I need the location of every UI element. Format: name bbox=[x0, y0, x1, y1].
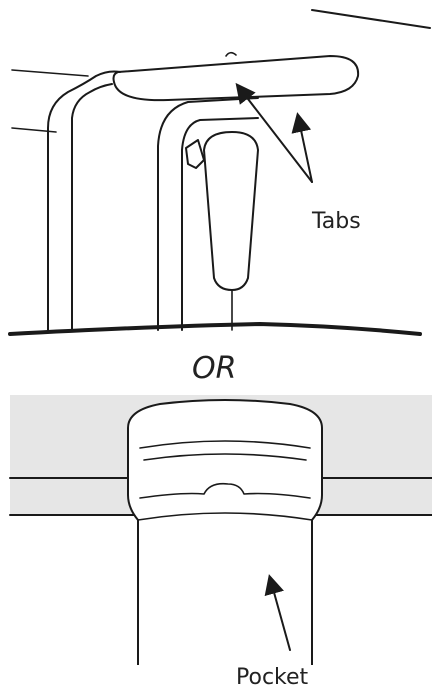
ceiling-inner-line bbox=[12, 128, 56, 132]
support-arm bbox=[114, 56, 359, 100]
housing-bracket-inner bbox=[72, 84, 112, 330]
vertical-post-inner bbox=[182, 118, 258, 330]
ceiling-edge-line bbox=[312, 10, 430, 28]
pocket-filter-body bbox=[128, 400, 322, 665]
or-label: OR bbox=[192, 351, 236, 386]
tabs-label: Tabs bbox=[311, 209, 361, 234]
filter-cartridge bbox=[204, 132, 258, 290]
housing-bracket bbox=[48, 72, 120, 333]
tab-clip bbox=[186, 140, 204, 168]
pocket-illustration: Pocket bbox=[10, 395, 432, 690]
support-arm-notch bbox=[226, 53, 236, 56]
ceiling-back-line bbox=[12, 70, 88, 76]
pocket-label: Pocket bbox=[236, 665, 309, 690]
tabs-illustration: Tabs bbox=[10, 10, 430, 334]
